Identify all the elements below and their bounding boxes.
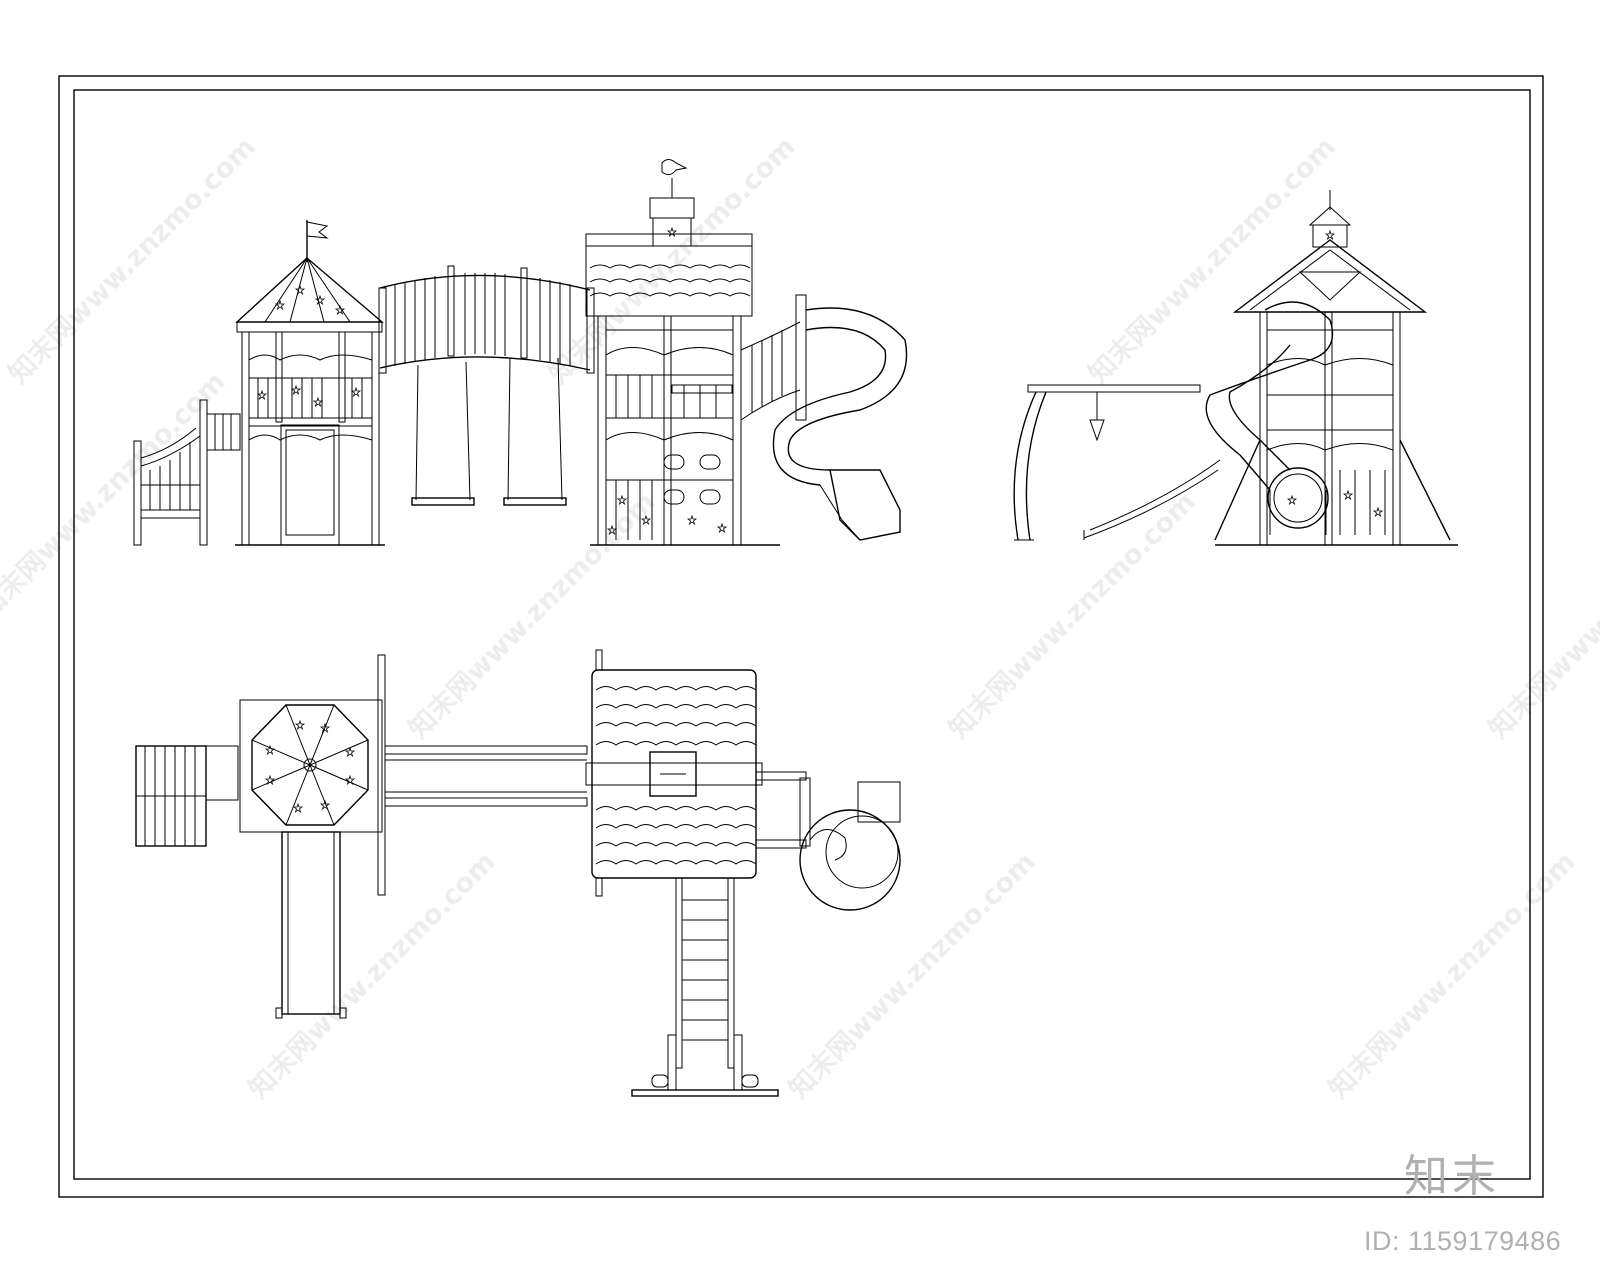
watermark-layer: 知末网www.znzmo.com 知末网www.znzmo.com 知末网www… — [0, 131, 1600, 1105]
main-tower — [585, 159, 753, 546]
plan-view — [135, 649, 901, 1097]
front-elevation-view — [133, 159, 908, 546]
drawing-id-label: ID: 1159179486 — [1364, 1226, 1562, 1256]
brand-logo: 知末 — [1404, 1151, 1500, 1202]
spiral-slide — [772, 307, 908, 541]
side-elevation-view — [1013, 190, 1458, 546]
watermark-text: 知末网www.znzmo.com — [403, 486, 662, 745]
watermark-text: 知末网www.znzmo.com — [943, 486, 1202, 745]
watermark-text: 知末网www.znzmo.com — [0, 366, 232, 625]
arched-bridge — [378, 265, 595, 374]
slide-ramp — [740, 294, 807, 421]
inner-frame — [73, 89, 1531, 1180]
watermark-text: 知末网www.znzmo.com — [3, 131, 262, 390]
watermark-text: 知末网www.znzmo.com — [1483, 486, 1600, 745]
watermark-text: 知末网www.znzmo.com — [543, 131, 802, 390]
watermark-text: 知末网www.znzmo.com — [783, 846, 1042, 1105]
outer-frame — [58, 75, 1544, 1198]
step-ladder — [133, 399, 241, 546]
swing-set — [411, 357, 567, 506]
hex-tower — [235, 220, 384, 546]
